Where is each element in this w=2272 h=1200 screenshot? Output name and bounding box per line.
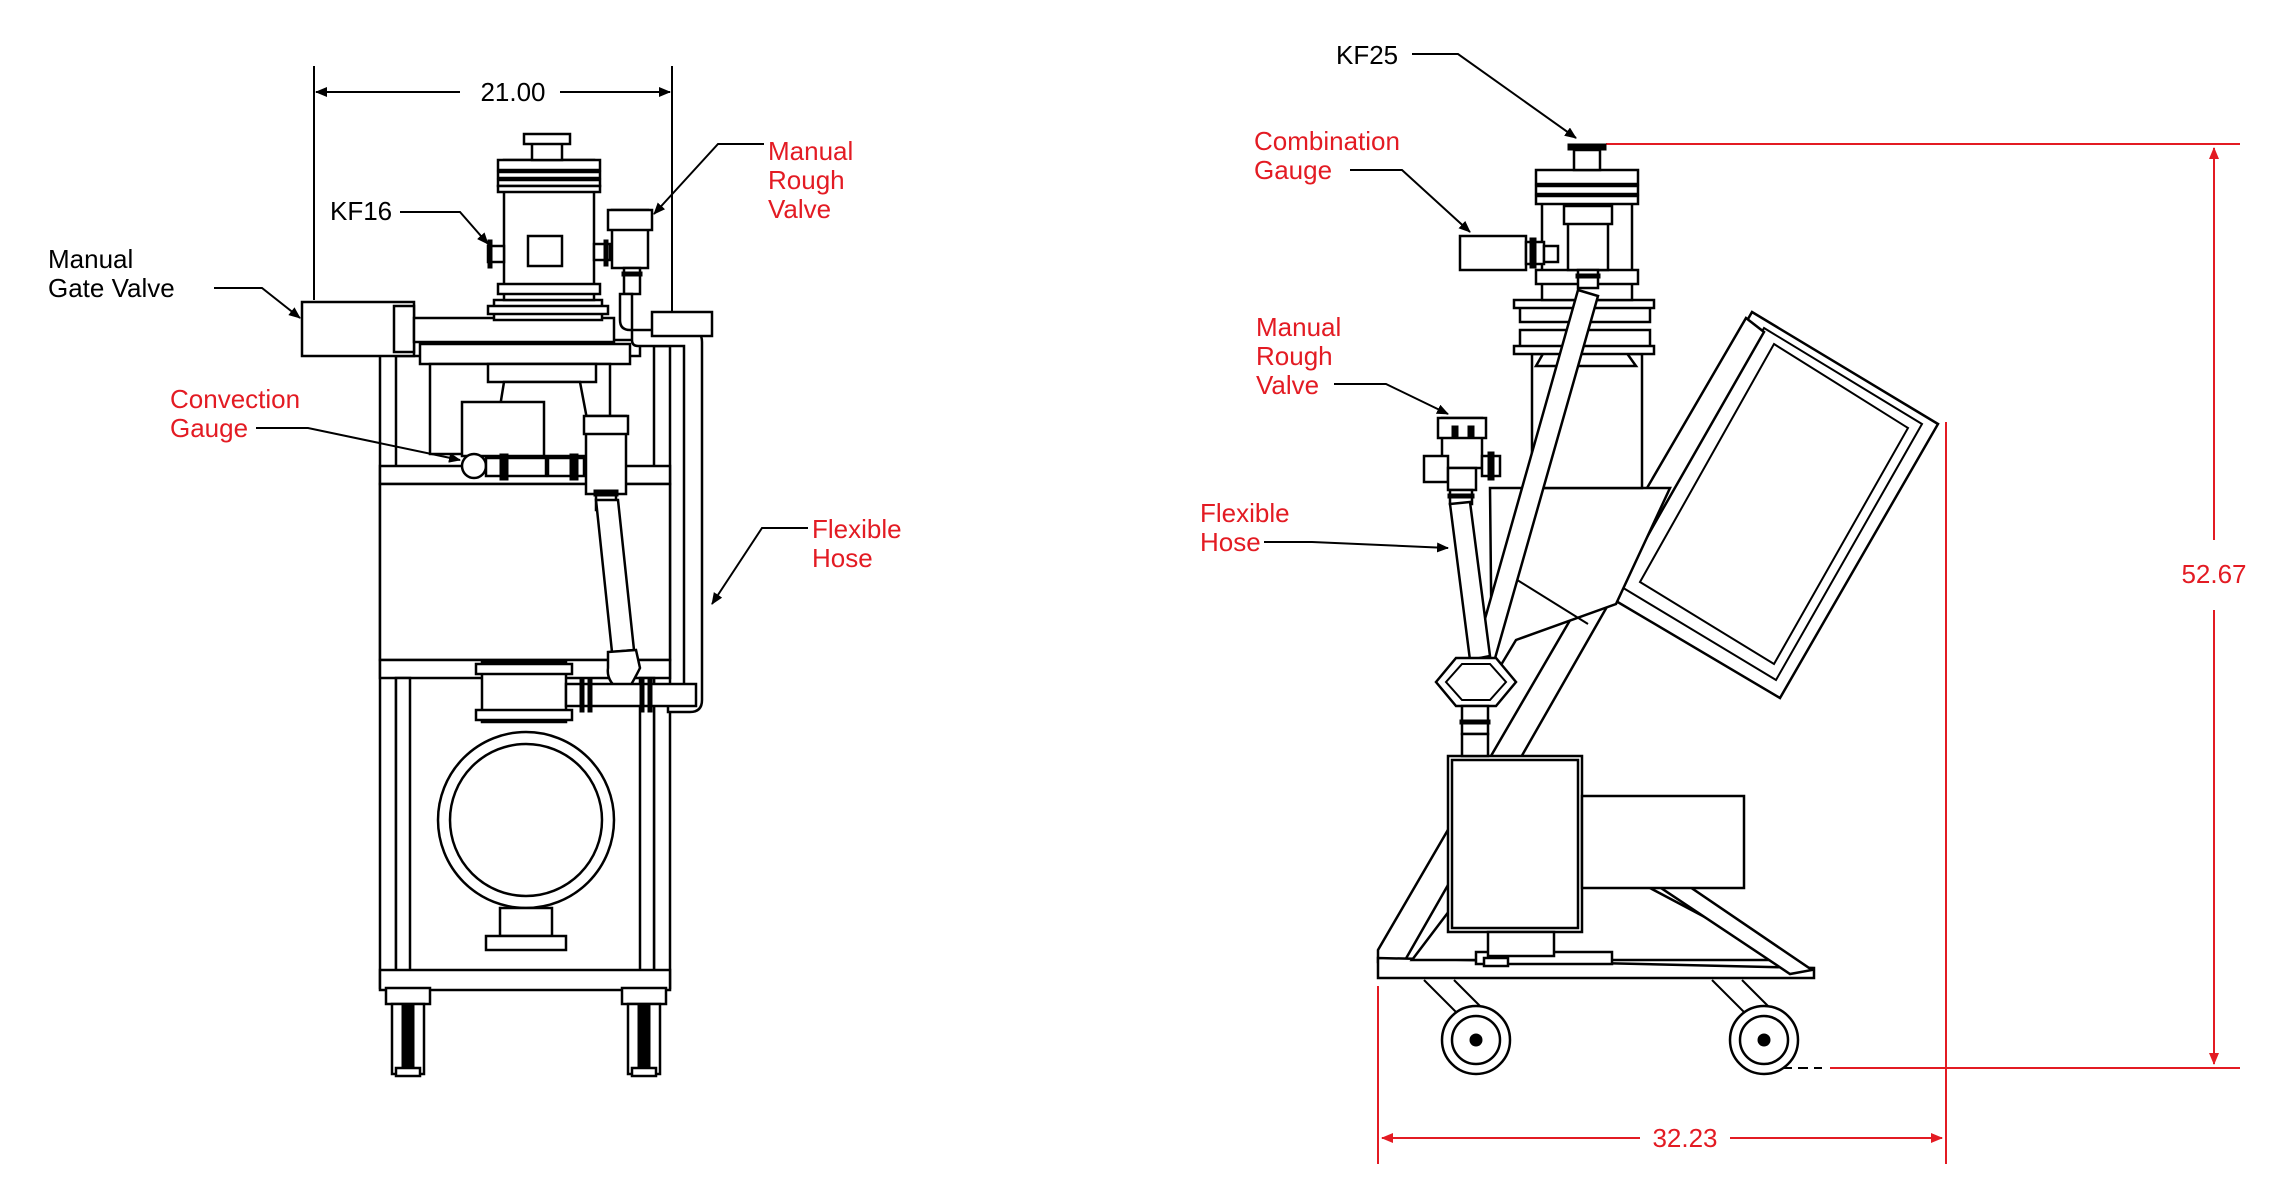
label-manual-rough-valve-front-line1: Manual bbox=[768, 136, 853, 166]
side-flexible-hose bbox=[1448, 500, 1492, 662]
label-convection-gauge-line2: Gauge bbox=[170, 413, 248, 443]
dimension-height: 52.67 bbox=[1606, 143, 2247, 1069]
dimension-width-text: 21.00 bbox=[480, 77, 545, 107]
side-rough-valve-upper bbox=[1562, 204, 1614, 290]
callout-manual-rough-valve-side: Manual Rough Valve bbox=[1256, 312, 1449, 415]
front-pump bbox=[436, 730, 616, 952]
callout-flexible-hose-side: Flexible Hose bbox=[1200, 498, 1449, 557]
side-combination-gauge bbox=[1458, 234, 1560, 272]
front-view: 21.00 bbox=[48, 66, 902, 1078]
callout-kf16: KF16 bbox=[330, 196, 489, 245]
label-manual-rough-valve-side-line3: Valve bbox=[1256, 370, 1319, 400]
callout-manual-gate-valve: Manual Gate Valve bbox=[48, 244, 301, 319]
dimension-depth: 32.23 bbox=[1377, 422, 1947, 1164]
label-manual-rough-valve-front-line3: Valve bbox=[768, 194, 831, 224]
label-kf25: KF25 bbox=[1336, 40, 1398, 70]
side-hex-fitting bbox=[1434, 656, 1518, 758]
callout-combination-gauge: Combination Gauge bbox=[1254, 126, 1471, 233]
front-lower-manifold bbox=[474, 660, 698, 724]
callout-convection-gauge: Convection Gauge bbox=[170, 384, 461, 463]
label-convection-gauge-line1: Convection bbox=[170, 384, 300, 414]
side-pump-motor bbox=[1446, 754, 1746, 958]
dimension-depth-text: 32.23 bbox=[1652, 1123, 1717, 1153]
side-view: 52.67 32.23 bbox=[1200, 40, 2247, 1164]
label-manual-gate-valve-line1: Manual bbox=[48, 244, 133, 274]
front-flexible-hose bbox=[594, 498, 642, 695]
front-caster-right bbox=[620, 986, 668, 1078]
side-manual-rough-valve bbox=[1422, 416, 1502, 506]
callout-kf25: KF25 bbox=[1336, 40, 1577, 139]
label-manual-rough-valve-front-line2: Rough bbox=[768, 165, 845, 195]
callout-manual-rough-valve-front: Manual Rough Valve bbox=[653, 136, 853, 224]
label-manual-rough-valve-side-line1: Manual bbox=[1256, 312, 1341, 342]
label-flexible-hose-side-line2: Hose bbox=[1200, 527, 1261, 557]
side-caster-left bbox=[1423, 979, 1512, 1076]
label-manual-rough-valve-side-line2: Rough bbox=[1256, 341, 1333, 371]
front-gate-valve-assembly bbox=[300, 298, 632, 458]
label-kf16: KF16 bbox=[330, 196, 392, 226]
front-caster-left bbox=[384, 986, 432, 1078]
label-flexible-hose-front-line1: Flexible bbox=[812, 514, 902, 544]
dimension-height-text: 52.67 bbox=[2181, 559, 2246, 589]
label-flexible-hose-side-line1: Flexible bbox=[1200, 498, 1290, 528]
label-manual-gate-valve-line2: Gate Valve bbox=[48, 273, 175, 303]
front-rough-line bbox=[618, 292, 714, 714]
callout-flexible-hose-front: Flexible Hose bbox=[711, 514, 902, 605]
label-combination-gauge-line2: Gauge bbox=[1254, 155, 1332, 185]
front-upper-chamber bbox=[486, 132, 654, 302]
front-convection-gauge bbox=[460, 452, 586, 481]
side-caster-right bbox=[1711, 979, 1800, 1076]
dimension-width: 21.00 bbox=[313, 66, 673, 340]
label-combination-gauge-line1: Combination bbox=[1254, 126, 1400, 156]
label-flexible-hose-front-line2: Hose bbox=[812, 543, 873, 573]
